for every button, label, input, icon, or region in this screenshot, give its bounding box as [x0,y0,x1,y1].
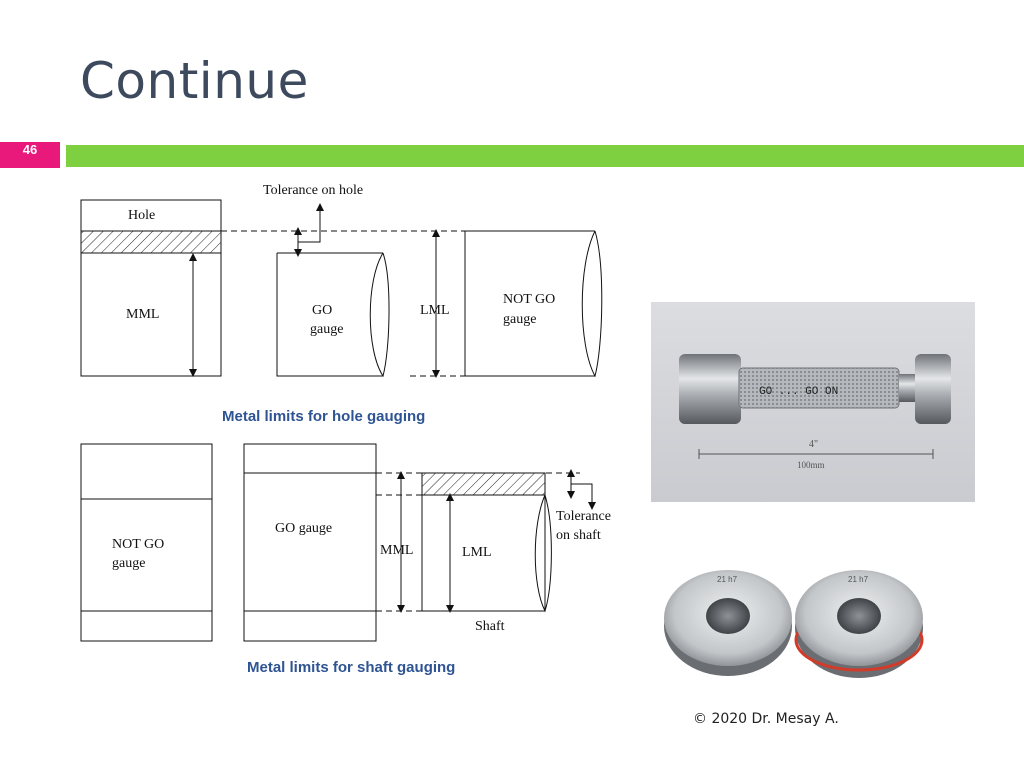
plug-go-end [679,354,741,424]
hole-notgo-gauge [464,230,595,377]
shaft-tolerance-label-2: on shaft [556,528,601,543]
go-ring-gauge: 21 h7 [664,570,792,676]
hole-go-label-2: gauge [310,322,343,337]
shaft-notgo-label-2: gauge [112,556,145,571]
plug-notgo-end [915,354,951,424]
slide-title: Continue [80,52,309,110]
plug-gauge-illustration: GO ... GO ON 4" 100mm [679,354,951,470]
gauging-diagram: Tolerance on hole Hole MML GO gauge LML … [80,183,611,676]
notgo-ring-size: 21 h7 [848,575,869,584]
go-ring-size: 21 h7 [717,575,738,584]
plug-dimension-inch: 4" [809,439,818,450]
notgo-ring-gauge: 21 h7 [794,570,924,678]
shaft-tolerance-band [421,472,546,496]
shaft-go-gauge [243,443,377,642]
shaft-notgo-label: NOT GO [112,537,164,552]
hole-lml-label: LML [420,303,450,318]
ring-gauges-illustration: 21 h7 21 h7 [664,570,924,678]
hole-notgo-label-2: gauge [503,312,536,327]
hole-tolerance-band [80,230,222,254]
plug-dimension-mm: 100mm [797,460,825,470]
shaft-gauging-caption: Metal limits for shaft gauging [247,659,455,676]
shaft-mml-label: MML [380,543,413,558]
hole-gauging-caption: Metal limits for hole gauging [222,408,425,425]
shaft-gauging-diagram: NOT GO gauge GO gauge MML LML Tolerance … [80,443,611,676]
plug-engraving: GO ... GO ON [759,386,838,398]
hole-notgo-label: NOT GO [503,292,555,307]
copyright-text: © 2020 Dr. Mesay A. [693,711,839,727]
hole-label: Hole [128,208,155,223]
shaft-tolerance-label: Tolerance [556,509,611,524]
shaft-go-label: GO gauge [275,521,332,536]
hole-mml-label: MML [126,307,159,322]
tolerance-on-hole-label: Tolerance on hole [263,183,363,198]
ring-gauges-photo: 21 h7 21 h7 [651,560,975,680]
hole-box [80,199,222,377]
shaft-lml-label: LML [462,545,492,560]
hole-gauging-diagram: Tolerance on hole Hole MML GO gauge LML … [80,183,603,425]
shaft-notgo-gauge [80,443,213,642]
shaft-body [421,495,546,612]
plug-gauge-photo: GO ... GO ON 4" 100mm [651,302,975,502]
hole-go-label: GO [312,303,332,318]
shaft-label: Shaft [475,619,505,634]
page-number-badge: 46 [0,142,60,168]
hole-go-gauge [276,252,383,377]
accent-bar [66,145,1024,167]
